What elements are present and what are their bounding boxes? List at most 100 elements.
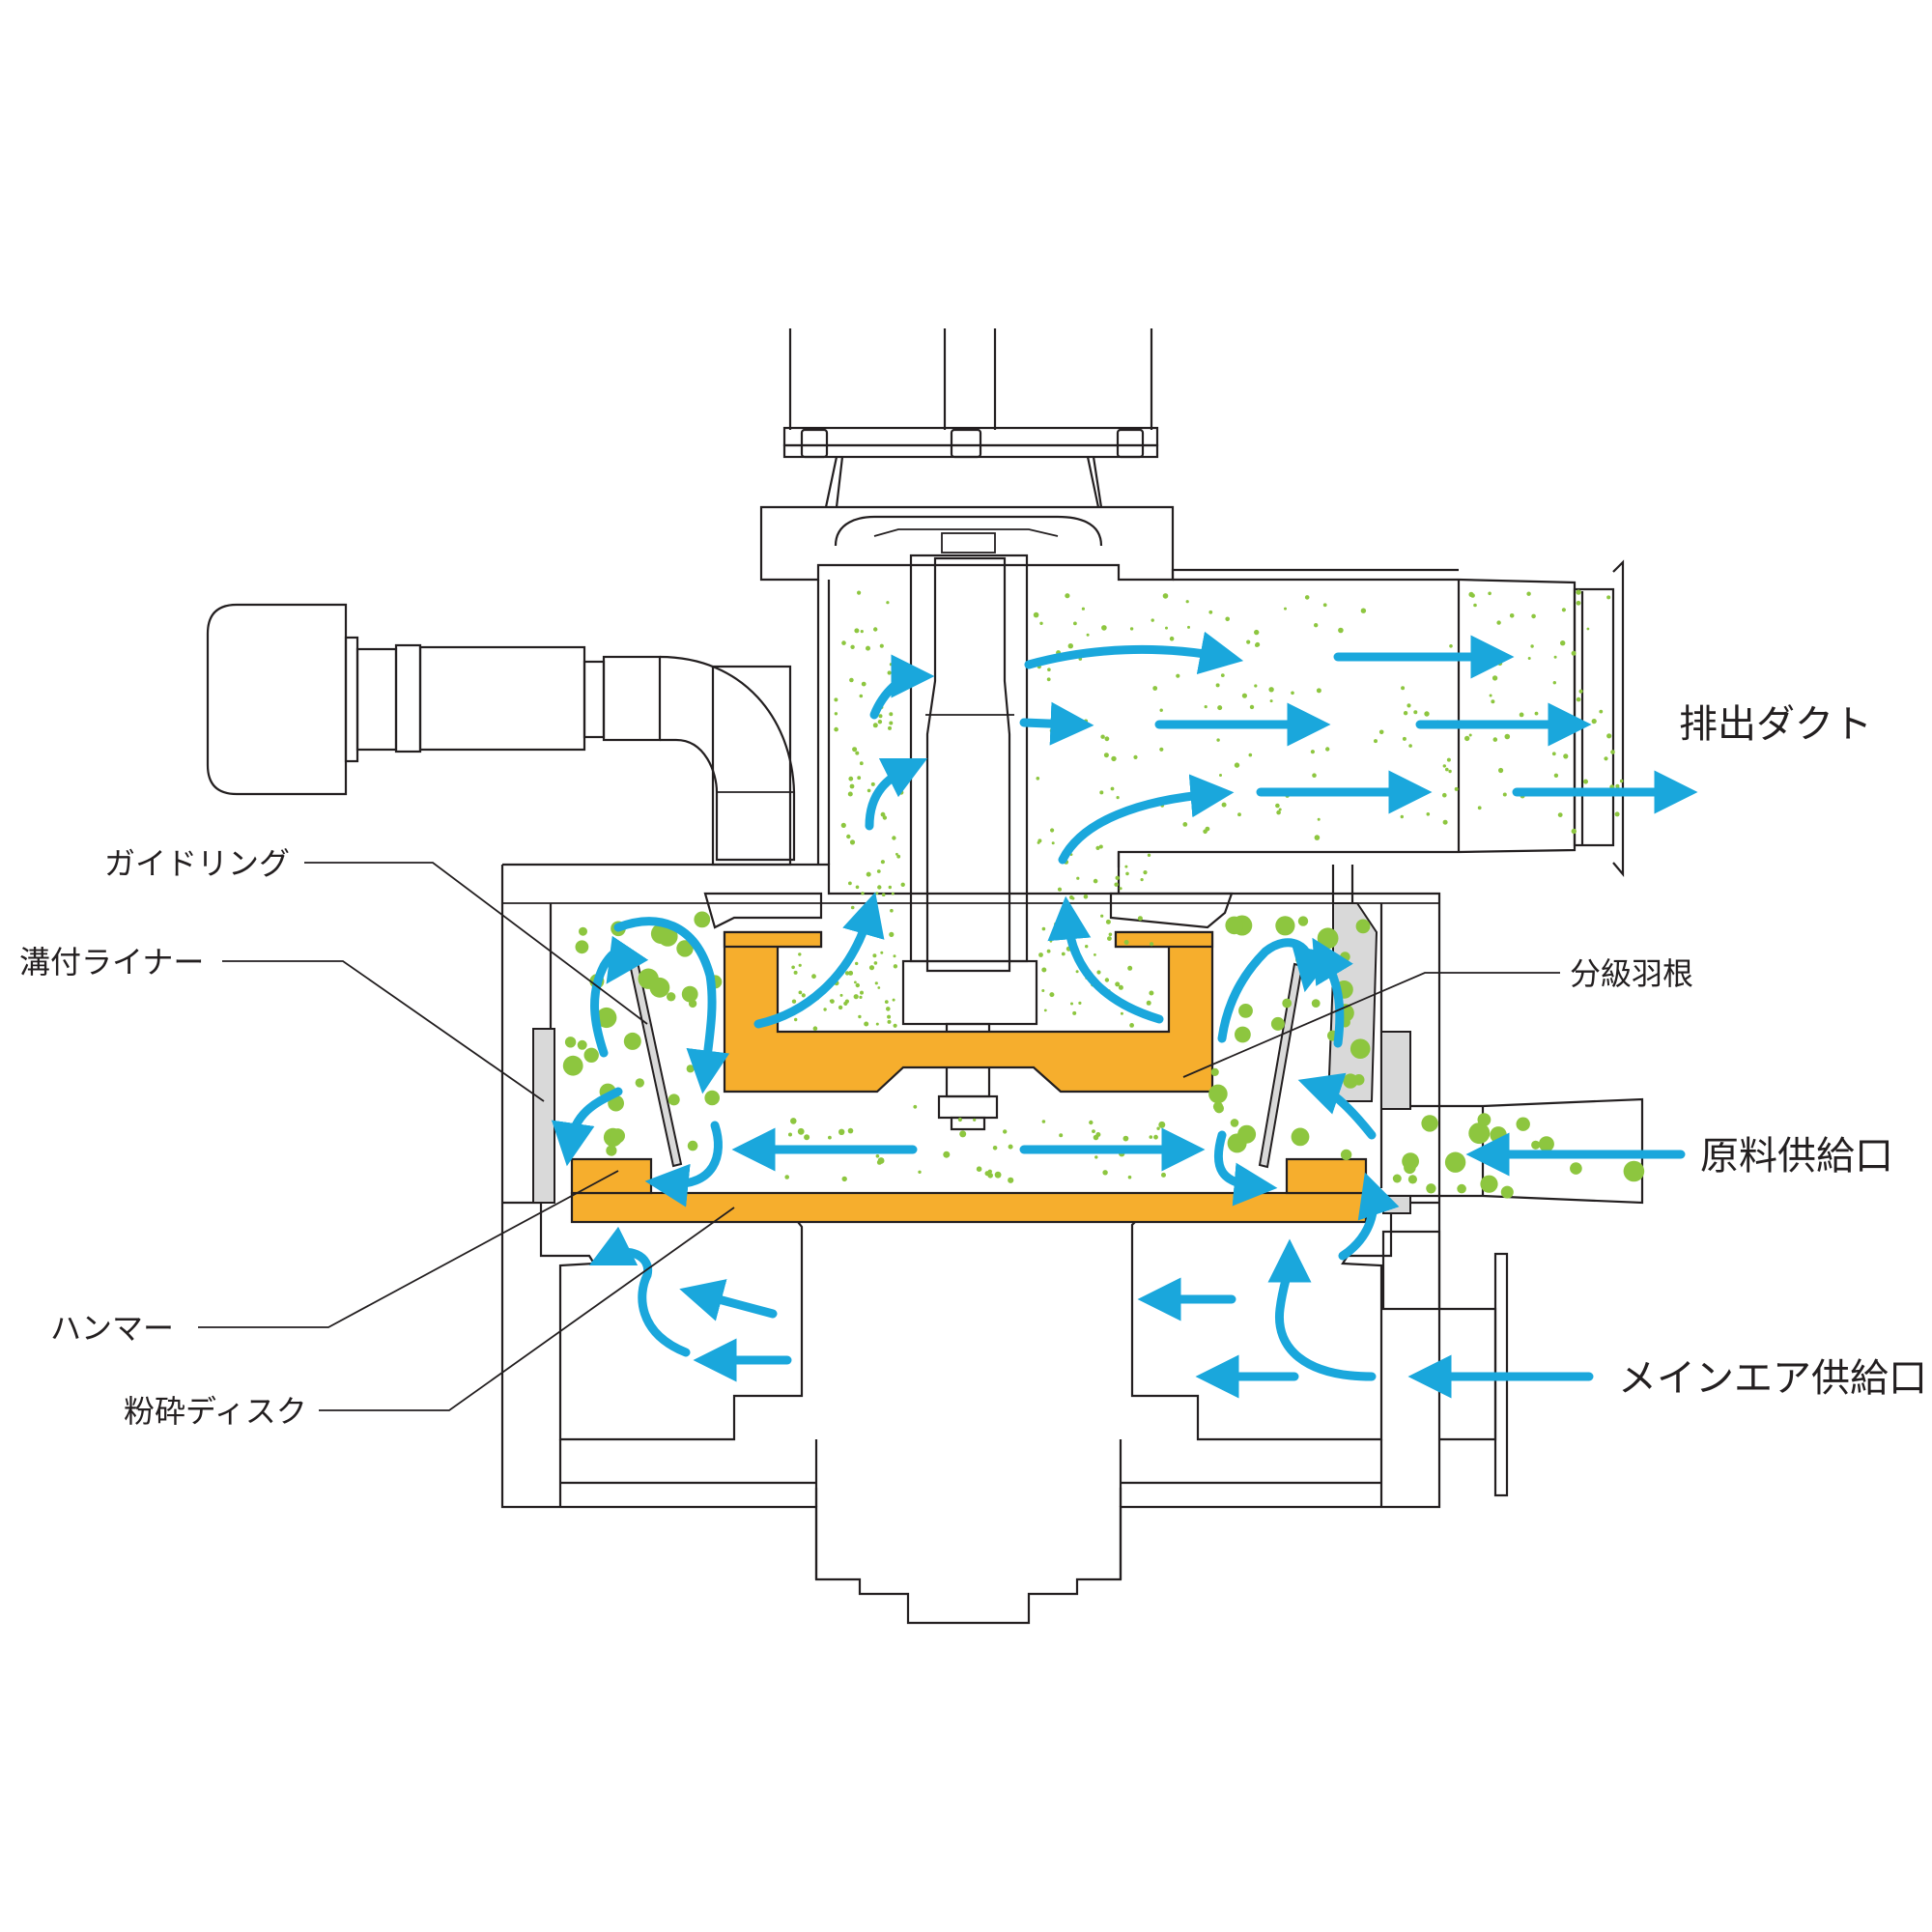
particle <box>1033 611 1039 618</box>
particle <box>1149 1135 1153 1139</box>
particle <box>1614 811 1620 817</box>
particle <box>704 1090 720 1106</box>
particle <box>861 681 867 687</box>
particle <box>1254 684 1258 688</box>
particle <box>1442 819 1448 825</box>
particle <box>896 854 901 859</box>
particle <box>872 723 878 728</box>
particle <box>1408 744 1412 748</box>
particle <box>801 993 806 998</box>
material-inlet-nozzle <box>1380 1031 1644 1214</box>
label-exhaust-duct: 排出ダクト <box>1679 702 1872 747</box>
particle <box>1610 750 1615 754</box>
particle <box>635 1078 644 1088</box>
particle <box>849 783 855 789</box>
particle <box>1078 1001 1082 1005</box>
particle <box>1561 608 1566 612</box>
particle <box>1490 1126 1507 1144</box>
particle <box>1445 767 1449 772</box>
particle <box>1187 625 1190 629</box>
particle <box>867 788 871 793</box>
particle <box>1204 705 1208 709</box>
particle <box>1084 719 1089 724</box>
particle <box>893 964 898 969</box>
air-flow-arrows <box>551 631 1698 1399</box>
particle <box>852 747 858 753</box>
particle <box>1527 657 1531 660</box>
particle <box>1076 876 1080 880</box>
particle <box>564 1037 577 1048</box>
particle <box>877 885 882 890</box>
particle <box>1424 711 1430 717</box>
particle <box>1322 603 1327 608</box>
particle <box>859 694 864 698</box>
particle <box>650 923 671 945</box>
particle <box>784 1175 789 1179</box>
top-shaft-housing <box>759 328 1175 582</box>
particle <box>866 871 871 877</box>
particle <box>838 1005 843 1010</box>
particle <box>846 834 851 839</box>
particle <box>1238 1004 1253 1018</box>
particle <box>1498 767 1504 774</box>
particle <box>855 751 860 755</box>
particle <box>1402 736 1406 741</box>
particle <box>890 908 894 913</box>
particle <box>1496 620 1501 625</box>
particle <box>1489 694 1492 697</box>
particle <box>1304 595 1310 600</box>
particle <box>840 822 846 829</box>
particle <box>1049 727 1055 733</box>
particle <box>881 893 886 896</box>
particle <box>1246 639 1251 644</box>
particle <box>575 940 589 954</box>
particle <box>1586 627 1590 631</box>
particle <box>1158 1121 1166 1128</box>
particle <box>1065 593 1070 599</box>
particle <box>1225 916 1243 935</box>
particle <box>1378 729 1384 735</box>
particle <box>1081 607 1085 611</box>
particle <box>1248 753 1253 757</box>
particle <box>855 885 860 890</box>
particle <box>1101 625 1107 631</box>
particle <box>1123 940 1129 945</box>
label-grinding-disk: 粉砕ディスク <box>124 1393 307 1430</box>
classifier-rotor <box>723 930 1214 1094</box>
particle <box>893 954 896 958</box>
particle <box>1050 828 1055 833</box>
particle <box>1278 808 1282 811</box>
particle <box>1237 812 1241 817</box>
particle <box>1070 1002 1073 1006</box>
particle <box>1317 927 1339 950</box>
particle <box>880 860 886 865</box>
particle <box>859 761 864 766</box>
particle <box>1152 686 1158 691</box>
particle <box>798 963 802 967</box>
particle <box>788 1132 792 1137</box>
particle <box>1317 817 1321 821</box>
particle <box>1553 773 1559 778</box>
particle <box>1591 719 1597 724</box>
particle <box>1268 687 1274 693</box>
grinding-disk <box>570 1157 1368 1224</box>
particle <box>1578 689 1583 694</box>
particle <box>1325 747 1330 752</box>
particle <box>889 721 894 725</box>
particle <box>1295 955 1304 964</box>
labels: ガイドリング 溝付ライナー ハンマー 粉砕ディスク 分級羽根 排出ダクト 原料供… <box>19 702 1927 1430</box>
particle <box>1571 650 1577 656</box>
label-material-inlet: 原料供給口 <box>1700 1134 1893 1179</box>
particle <box>992 1146 998 1151</box>
particle <box>606 1145 617 1156</box>
particle <box>1208 1084 1228 1104</box>
particle <box>1531 613 1536 619</box>
particle <box>823 1008 827 1011</box>
particle <box>1059 1133 1064 1138</box>
particle <box>1255 642 1259 647</box>
particle <box>1316 688 1321 694</box>
particle <box>1275 803 1280 809</box>
particle <box>1400 814 1405 819</box>
particle <box>790 1118 797 1124</box>
particle <box>843 1001 848 1006</box>
